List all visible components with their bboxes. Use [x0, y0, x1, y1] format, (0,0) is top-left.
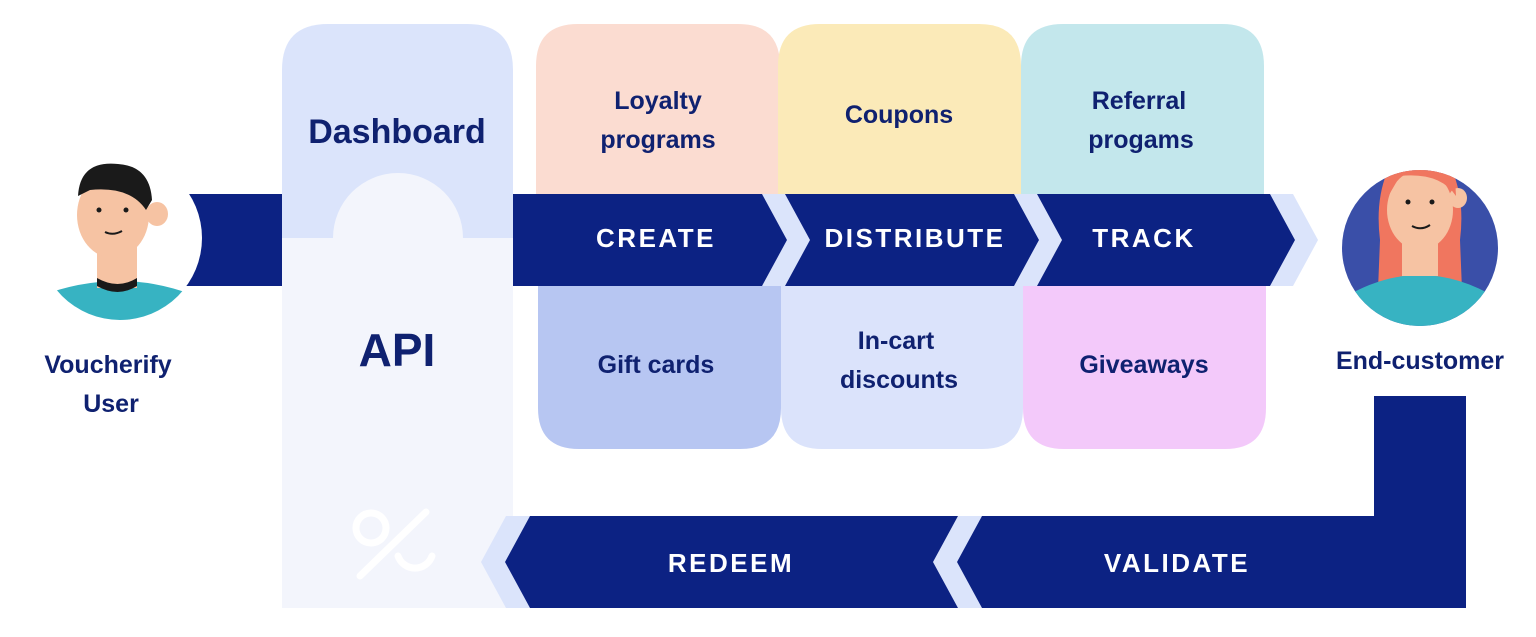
redeem-arrow: [505, 516, 958, 608]
customer-label: End-customer: [1336, 347, 1504, 375]
giveaways-card: [1023, 285, 1266, 449]
redeem-label: REDEEM: [668, 548, 794, 578]
loyalty-label-line1: Loyalty: [614, 87, 702, 115]
chevron-tip-light: [1270, 194, 1318, 286]
track-arrow: [1037, 194, 1295, 286]
api-panel: [282, 173, 513, 608]
validate-arrow: [957, 516, 1466, 608]
customer-avatar-icon: [1342, 170, 1498, 326]
api-label: API: [359, 324, 436, 376]
chevron-gap-1: [762, 194, 810, 286]
referral-card: [1021, 24, 1264, 195]
feature-cards-bottom: Gift cards In-cart discounts Giveaways: [538, 285, 1266, 449]
create-label: CREATE: [596, 223, 716, 253]
incart-card: [781, 285, 1023, 449]
user-avatar-icon: [38, 156, 202, 320]
referral-label-line1: Referral: [1092, 87, 1187, 115]
coupons-label: Coupons: [845, 101, 953, 129]
giftcards-card: [538, 285, 781, 449]
dashboard-panel: [282, 24, 513, 238]
giftcards-label: Gift cards: [598, 351, 715, 379]
distribute-arrow: [785, 194, 1039, 286]
chevron-gap-2: [1014, 194, 1062, 286]
chevron-gap-validate: [933, 516, 982, 608]
coupons-card: [778, 24, 1021, 195]
lower-flow-band: REDEEM VALIDATE: [481, 396, 1466, 608]
giveaways-label: Giveaways: [1079, 351, 1208, 379]
upper-flow-band: CREATE DISTRIBUTE TRACK: [182, 194, 1318, 286]
referral-label-line2: progams: [1088, 126, 1194, 154]
loyalty-card: [536, 24, 780, 195]
feature-cards-top: Loyalty programs Coupons Referral progam…: [536, 24, 1264, 195]
incart-label-line2: discounts: [840, 366, 958, 394]
loyalty-label-line2: programs: [600, 126, 715, 154]
distribute-label: DISTRIBUTE: [825, 223, 1006, 253]
chevron-tip-redeem: [481, 516, 530, 608]
incart-label-line1: In-cart: [858, 327, 935, 355]
track-label: TRACK: [1092, 223, 1196, 253]
dashboard-label: Dashboard: [308, 113, 486, 151]
user-label-line2: User: [83, 390, 139, 418]
percent-icon: [352, 508, 436, 580]
create-arrow: [513, 194, 787, 286]
validate-label: VALIDATE: [1104, 548, 1250, 578]
platform-column: Dashboard API: [282, 24, 513, 608]
user-label-line1: Voucherify: [44, 351, 171, 379]
